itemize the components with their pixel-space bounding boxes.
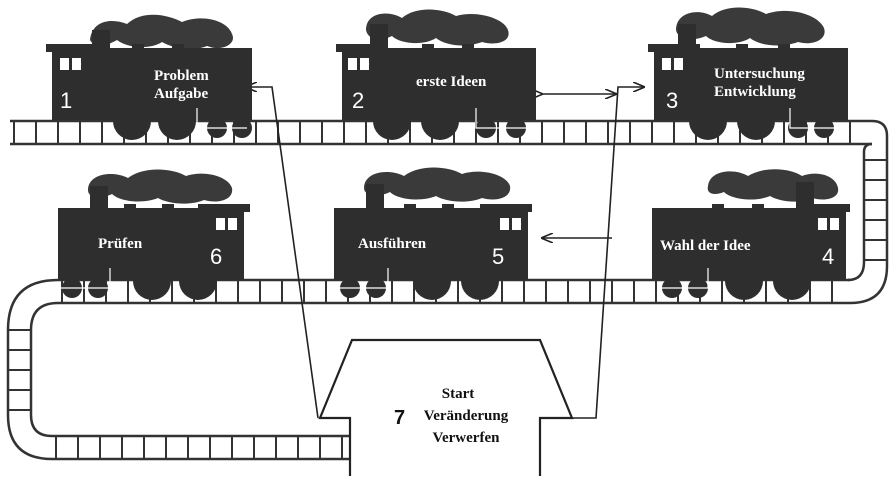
connector-station-to-train-1 (246, 87, 319, 419)
train-6-number: 6 (210, 244, 222, 269)
train-1-label-line-2: Aufgabe (154, 86, 209, 102)
station-line-start: Start (442, 386, 475, 402)
track-right-curve (847, 119, 889, 305)
train-4-label-line-1: Wahl der Idee (660, 238, 751, 254)
train-1-label-line-1: Problem (154, 68, 209, 84)
train-5-label-line-1: Ausführen (358, 236, 427, 252)
train-1-number: 1 (60, 88, 72, 113)
track-bottom (52, 434, 350, 461)
connector-lines (246, 87, 644, 419)
train-3-number: 3 (666, 88, 678, 113)
train-1: 1 Problem Aufgabe (46, 14, 252, 140)
track-left-curve (6, 278, 59, 461)
station-line-verwerfen: Verwerfen (433, 430, 501, 446)
station-line-veraenderung: Veränderung (424, 408, 509, 424)
smoke-2 (366, 9, 509, 46)
train-4-number: 4 (822, 244, 834, 269)
train-2: 2 erste Ideen (336, 9, 536, 140)
train-3-label-line-1: Untersuchung (714, 66, 805, 82)
smoke-1 (90, 14, 233, 49)
train-3: 3 Untersuchung Entwicklung (648, 7, 848, 140)
train-5: 5 Ausführen (334, 167, 532, 300)
smoke-5 (364, 167, 511, 202)
smoke-6 (88, 169, 233, 204)
train-6: 6 Prüfen (58, 169, 250, 300)
smoke-3 (676, 7, 825, 46)
station-outline (318, 338, 574, 476)
train-2-label-line-1: erste Ideen (416, 74, 487, 90)
train-5-number: 5 (492, 244, 504, 269)
station-7: Start 7 Veränderung Verwerfen (318, 338, 574, 476)
train-3-label-line-2: Entwicklung (714, 84, 796, 100)
train-4: 4 Wahl der Idee (652, 169, 850, 300)
connector-station-to-train-3 (572, 87, 644, 419)
train-6-label-line-1: Prüfen (98, 236, 143, 252)
train-2-number: 2 (352, 88, 364, 113)
station-number: 7 (394, 407, 405, 429)
smoke-4 (707, 169, 839, 202)
